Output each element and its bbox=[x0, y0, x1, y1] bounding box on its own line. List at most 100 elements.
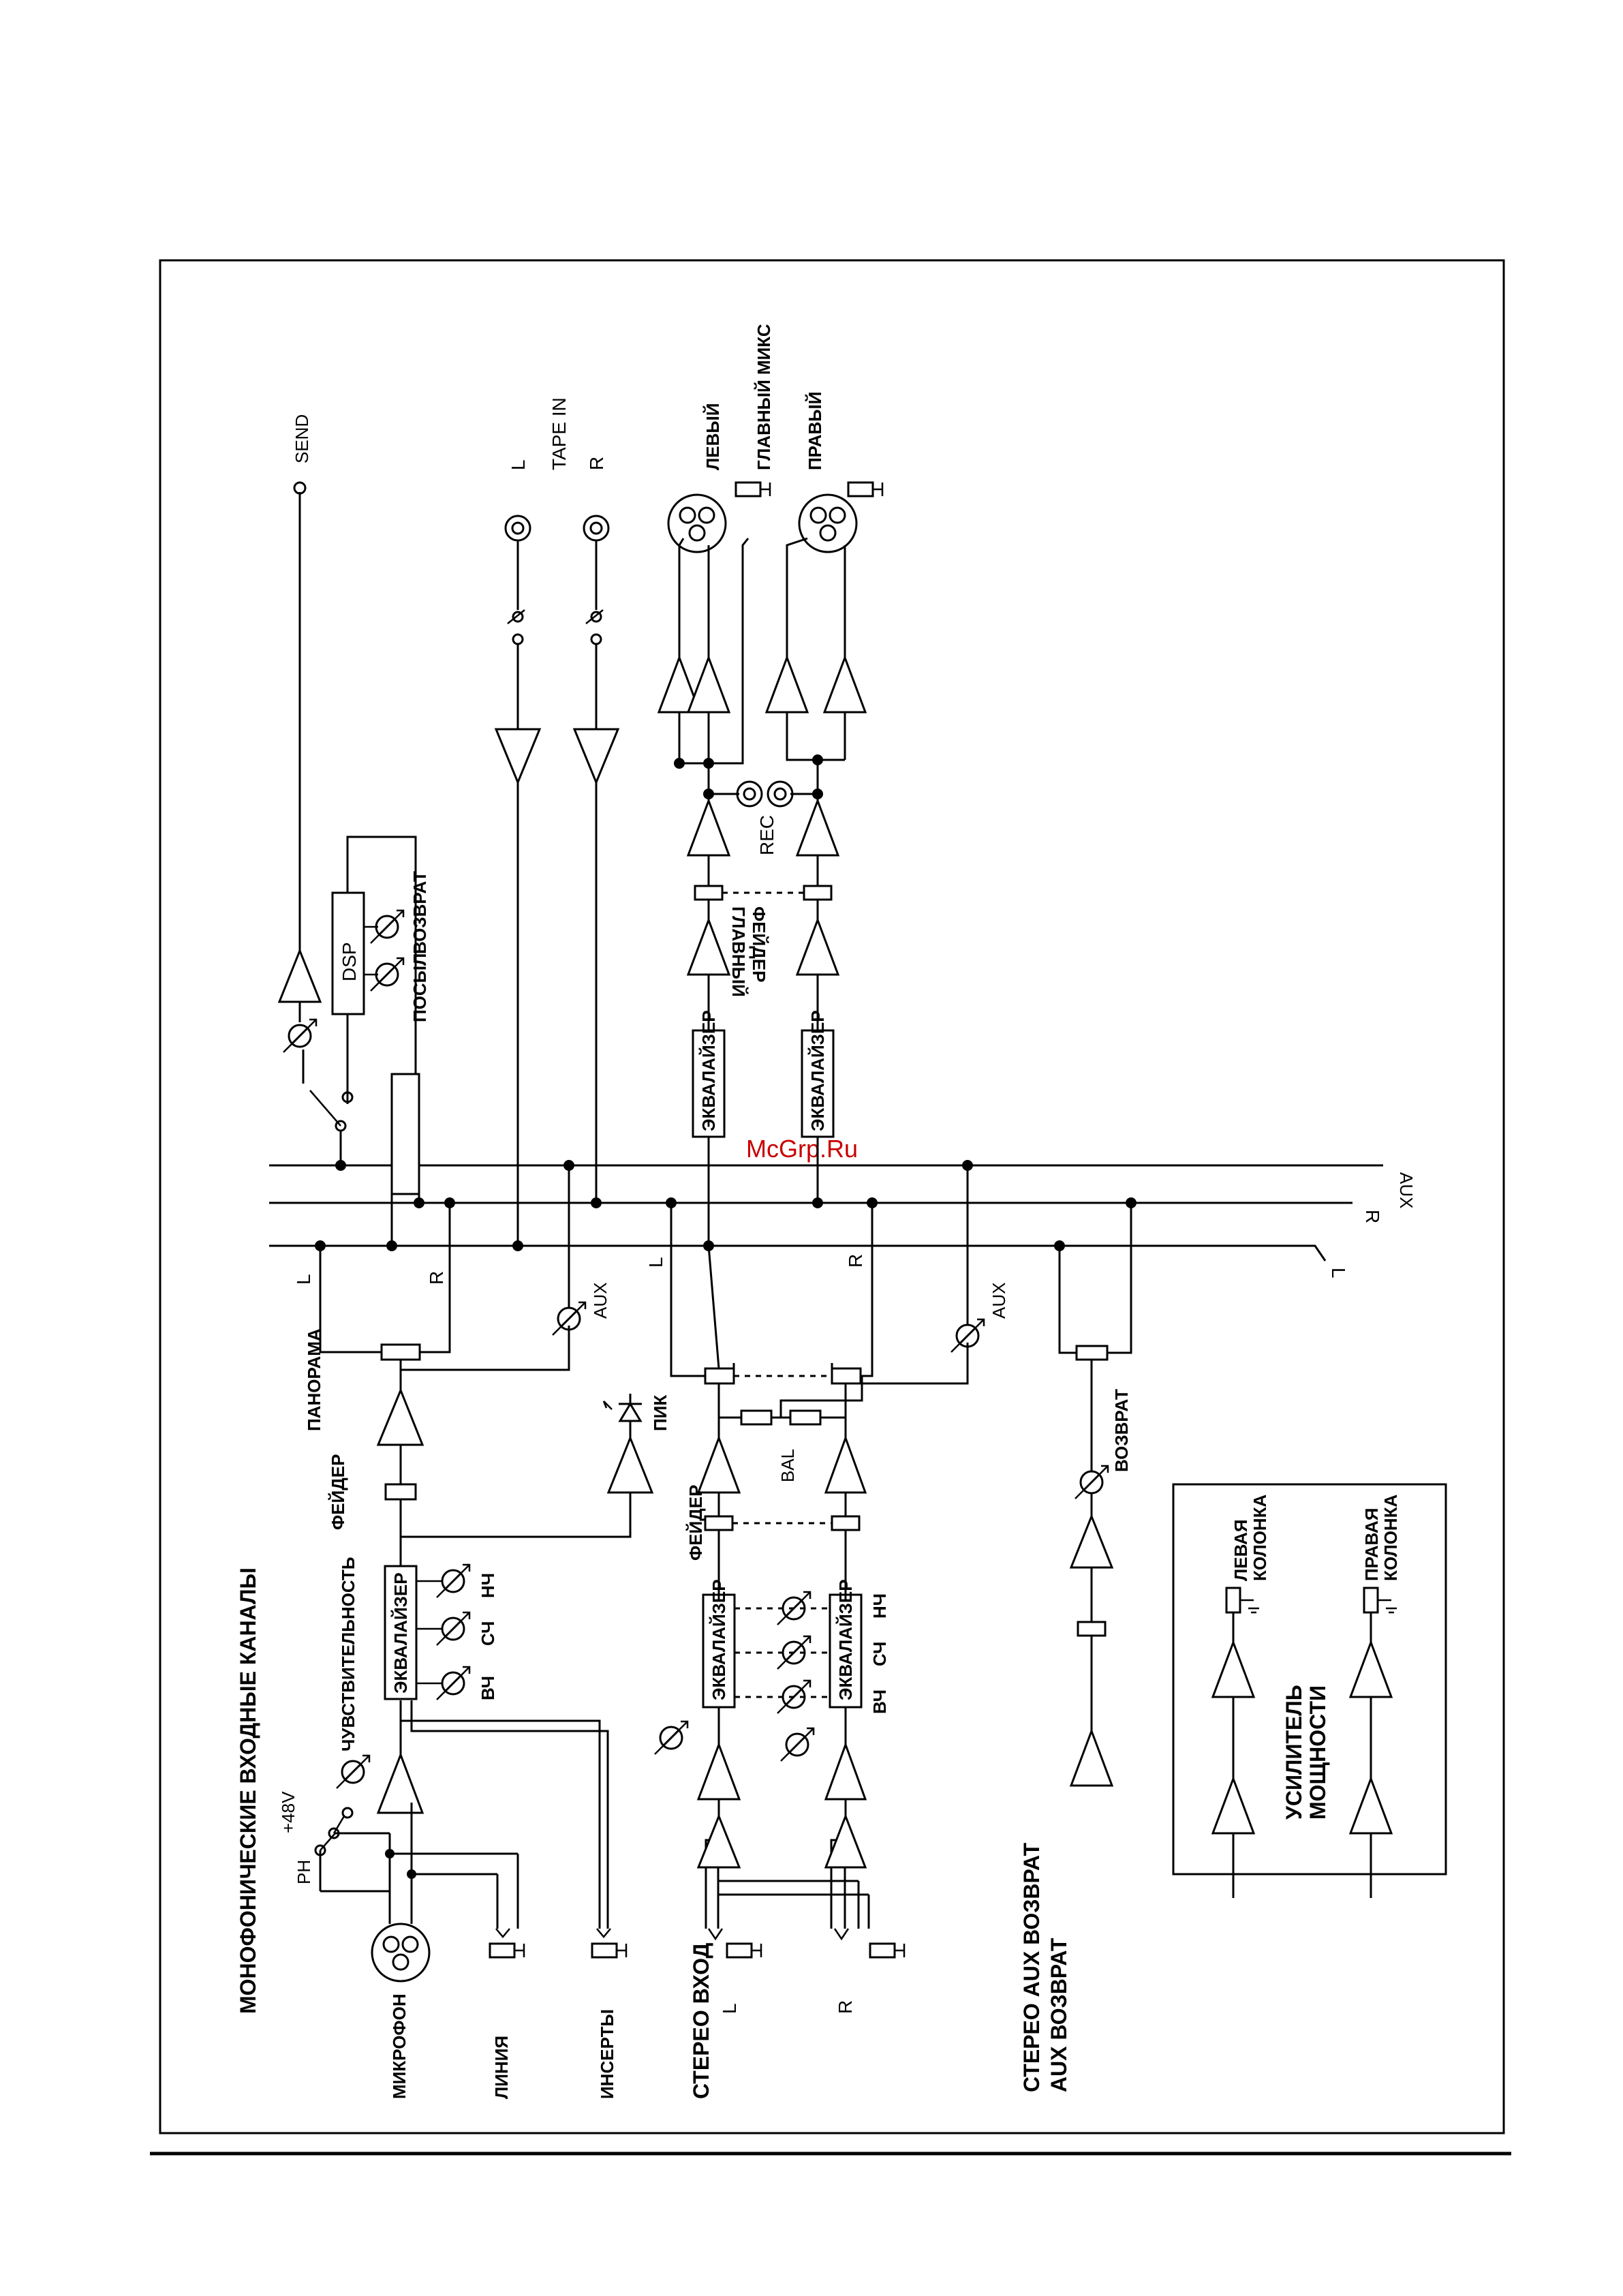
send-level-knob[interactable] bbox=[282, 1018, 318, 1054]
stereo-r-fader[interactable] bbox=[831, 1515, 861, 1531]
send-terminal bbox=[293, 481, 307, 495]
stereo-input-l-label: L bbox=[719, 2003, 740, 2014]
peak-label: ПИК bbox=[650, 1395, 670, 1431]
line-input-jack bbox=[489, 1942, 525, 1959]
main-left-label: ЛЕВЫЙ bbox=[702, 403, 723, 470]
aux-return-pan[interactable] bbox=[1075, 1345, 1109, 1361]
gain-knob[interactable] bbox=[335, 1754, 371, 1790]
stereo-lf-knob[interactable] bbox=[776, 1591, 812, 1626]
master-l-fader[interactable] bbox=[694, 885, 724, 901]
bus-r-label: R bbox=[1362, 1210, 1383, 1223]
master-fader-label-1: ФЕЙДЕР bbox=[749, 906, 769, 982]
insert-jack bbox=[591, 1942, 628, 1959]
master-r-fader[interactable] bbox=[803, 885, 833, 901]
aux-return-section: ВОЗВРАТ bbox=[1054, 1197, 1137, 1787]
dsp-label: DSP bbox=[339, 942, 360, 981]
mono-lf-knob[interactable] bbox=[435, 1563, 471, 1599]
mono-aux-label: AUX bbox=[590, 1283, 610, 1319]
dsp-send-knob[interactable] bbox=[369, 957, 405, 992]
stereo-r-input-amp bbox=[824, 1813, 867, 1869]
aux-return-level[interactable] bbox=[1077, 1621, 1107, 1637]
power-amp-left-stage2 bbox=[1211, 1639, 1256, 1698]
stereo-r-eq-label: ЭКВАЛАЙЗЕР bbox=[835, 1579, 856, 1700]
stereo-r-gain-knob[interactable] bbox=[779, 1727, 815, 1762]
mono-eq-label: ЭКВАЛАЙЗЕР bbox=[390, 1572, 411, 1694]
power-amp-title-2: МОЩНОСТИ bbox=[1305, 1685, 1330, 1820]
stereo-input-r-label: R bbox=[835, 2000, 856, 2014]
bus-l-label: L bbox=[1328, 1268, 1349, 1279]
mono-fader[interactable] bbox=[384, 1483, 417, 1501]
stereo-l-gain-amp bbox=[696, 1741, 741, 1801]
inserts-label: ИНСЕРТЫ bbox=[597, 2009, 617, 2099]
aux-return-knob[interactable] bbox=[1074, 1465, 1109, 1500]
aux-return-amp-2 bbox=[1069, 1728, 1114, 1787]
tape-in-r-connector bbox=[583, 515, 610, 542]
tape-in-title: TAPE IN bbox=[548, 397, 570, 470]
master-section: ЭКВАЛАЙЗЕР ЭКВАЛАЙЗЕР ФЕЙДЕР ГЛАВНЫЙ REC bbox=[657, 324, 884, 1246]
stereo-hf-label: ВЧ bbox=[869, 1689, 890, 1714]
mono-aux-knob[interactable] bbox=[551, 1301, 587, 1336]
page-title: МОНОФОНИЧЕСКИЕ ВХОДНЫЕ КАНАЛЫ bbox=[236, 1567, 260, 2014]
master-fader-label-2: ГЛАВНЫЙ bbox=[728, 906, 749, 997]
dsp-return-knob[interactable] bbox=[369, 909, 405, 945]
mono-l-label: L bbox=[293, 1274, 314, 1285]
mono-lf-label: НЧ bbox=[478, 1573, 498, 1598]
stereo-mf-label: СЧ bbox=[869, 1642, 890, 1666]
line-label: ЛИНИЯ bbox=[491, 2036, 512, 2099]
right-speaker-jack bbox=[1363, 1587, 1379, 1614]
tape-in-l-label: L bbox=[508, 459, 529, 470]
stereo-aux-knob[interactable] bbox=[950, 1318, 985, 1353]
effects-section: SEND DSP ПОСЫЛ ВОЗВРАТ bbox=[277, 414, 430, 1251]
mono-hf-knob[interactable] bbox=[435, 1666, 471, 1701]
phantom-label: +48V bbox=[278, 1791, 298, 1833]
tape-in-r-amp bbox=[572, 728, 620, 785]
main-right-label: ПРАВЫЙ bbox=[805, 392, 825, 470]
mono-mf-knob[interactable] bbox=[435, 1611, 471, 1647]
master-r-out-amp bbox=[795, 797, 840, 857]
pan-pot[interactable] bbox=[380, 1343, 421, 1361]
bal-resistor-left bbox=[740, 1409, 773, 1426]
master-l-pre-amp bbox=[686, 917, 731, 976]
tape-in-section: L TAPE IN R bbox=[494, 397, 620, 1251]
stereo-r-pan[interactable] bbox=[831, 1367, 862, 1385]
stereo-r-bus-label: R bbox=[845, 1254, 866, 1268]
stereo-l-fader[interactable] bbox=[704, 1515, 734, 1531]
power-amp-section: УСИЛИТЕЛЬ МОЩНОСТИ ЛЕВАЯ КОЛОНКА ПРАВАЯ … bbox=[1172, 1483, 1447, 1898]
rec-l-connector bbox=[736, 780, 763, 808]
mono-fader-label: ФЕЙДЕР bbox=[328, 1454, 348, 1530]
aux-return-label: AUX ВОЗВРАТ bbox=[1047, 1938, 1071, 2092]
stereo-r-eq-box bbox=[829, 1593, 863, 1709]
stereo-channel: ЭКВАЛАЙЗЕР ЭКВАЛАЙЗЕР ВЧ СЧ НЧ ФЕЙДЕР BA… bbox=[645, 1160, 1009, 1959]
main-l-amp-2 bbox=[686, 654, 731, 714]
stereo-l-gain-knob[interactable] bbox=[653, 1720, 689, 1756]
stereo-r-post-fader-amp bbox=[824, 1435, 867, 1494]
mono-post-fader-amp bbox=[376, 1388, 424, 1446]
mono-channel: PH +48V ЧУВСТВИТЕЛЬНОСТЬ ЭКВАЛАЙЗЕР ВЧ С… bbox=[278, 1160, 670, 1983]
master-r-pre-amp bbox=[795, 917, 840, 976]
left-speaker-jack bbox=[1225, 1587, 1241, 1614]
power-amp-right-stage1 bbox=[1348, 1775, 1393, 1835]
main-l-amp-1 bbox=[657, 654, 702, 714]
rec-r-connector bbox=[767, 780, 794, 808]
gain-label: ЧУВСТВИТЕЛЬНОСТЬ bbox=[338, 1557, 358, 1751]
stereo-l-input-amp bbox=[696, 1813, 741, 1869]
power-amp-left-stage1 bbox=[1211, 1775, 1256, 1835]
bal-label: BAL bbox=[777, 1449, 798, 1482]
aux-return-amp-1 bbox=[1069, 1513, 1114, 1569]
right-speaker-label-2: КОЛОНКА bbox=[1380, 1494, 1401, 1581]
stereo-hf-knob[interactable] bbox=[776, 1679, 812, 1715]
main-right-xlr bbox=[798, 493, 858, 553]
right-speaker-label-1: ПРАВАЯ bbox=[1361, 1508, 1382, 1581]
mic-preamp bbox=[376, 1751, 424, 1814]
main-left-jack bbox=[735, 481, 762, 498]
aux-return-label-knob: ВОЗВРАТ bbox=[1111, 1389, 1132, 1472]
stereo-r-jack bbox=[869, 1942, 906, 1959]
left-speaker-label-2: КОЛОНКА bbox=[1250, 1494, 1270, 1581]
stereo-l-pan[interactable] bbox=[704, 1367, 735, 1385]
xlr-mic-connector bbox=[371, 1923, 431, 1983]
main-mix-label: ГЛАВНЫЙ МИКС bbox=[754, 324, 774, 470]
tape-in-l-amp bbox=[494, 728, 542, 785]
stereo-mf-knob[interactable] bbox=[776, 1635, 812, 1670]
stereo-l-jack bbox=[726, 1942, 762, 1959]
